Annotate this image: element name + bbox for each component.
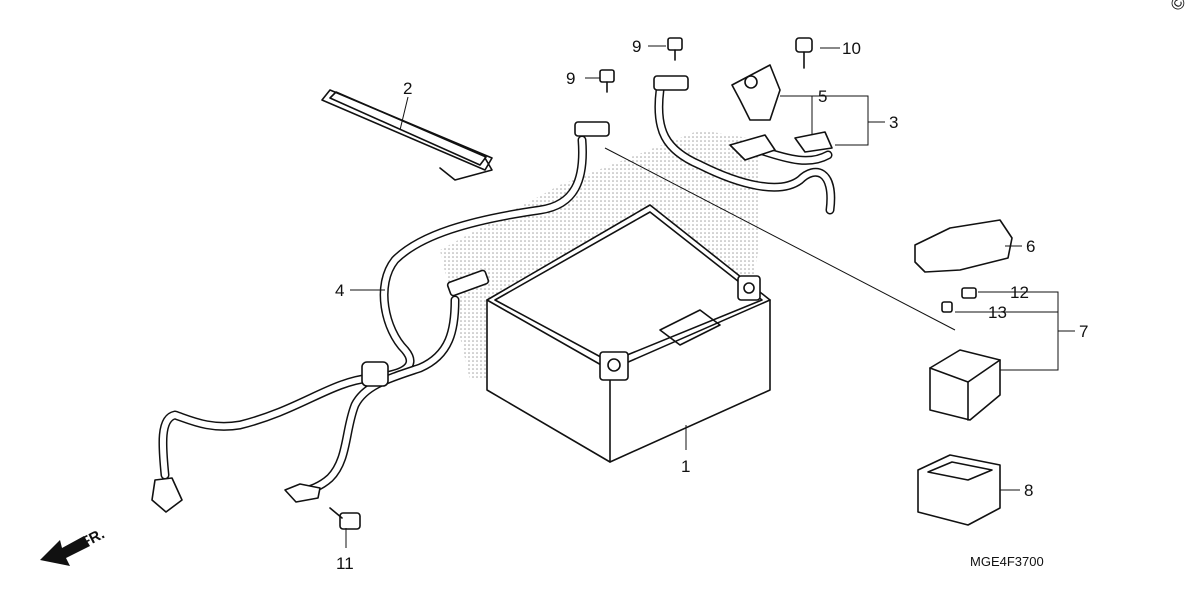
callout-13: 13 (988, 303, 1007, 322)
callout-5: 5 (818, 87, 827, 106)
callout-11: 11 (336, 554, 354, 573)
callout-12: 12 (1010, 283, 1029, 302)
battery-cable-harness (151, 121, 610, 513)
callout-9-upper: 9 (632, 37, 641, 56)
starter-cable (653, 64, 836, 215)
screw-10 (795, 37, 813, 69)
callout-6: 6 (1026, 237, 1035, 256)
callout-7: 7 (1079, 322, 1088, 341)
callout-10: 10 (842, 39, 861, 58)
copyright-mark: © H (1166, 0, 1199, 14)
front-direction-arrow: FR. (40, 525, 107, 566)
battery (486, 204, 771, 463)
callout-4: 4 (335, 281, 344, 300)
bolt-9-upper (667, 37, 683, 61)
callout-2: 2 (403, 79, 412, 98)
fuse-10a (941, 301, 953, 313)
bolt-11 (329, 507, 361, 530)
leader-main-cable (604, 147, 956, 331)
relay-holder (917, 454, 1001, 526)
diagram-code: MGE4F3700 (970, 554, 1044, 569)
starter-relay-cover (914, 219, 1013, 273)
fuse-30a (961, 287, 977, 299)
callout-9-lower: 9 (566, 69, 575, 88)
callout-8: 8 (1024, 481, 1033, 500)
battery-strap (321, 89, 493, 181)
starter-relay (929, 349, 1001, 421)
bolt-9-lower (599, 69, 615, 93)
callout-3: 3 (889, 113, 898, 132)
callout-1: 1 (681, 457, 690, 476)
callout-leaders (345, 45, 1075, 548)
